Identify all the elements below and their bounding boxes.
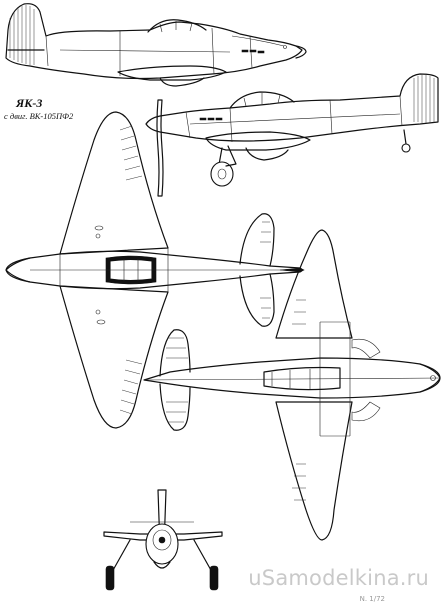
top-view [6, 112, 304, 428]
drawing-title: ЯК-3 [16, 96, 43, 110]
drawing-subtitle: с двиг. ВК-105ПФ2 [4, 111, 74, 121]
front-view [104, 490, 222, 590]
side-view-right [146, 74, 438, 196]
bottom-view [144, 230, 440, 540]
side-view-left [6, 4, 306, 86]
sheet-number: N. 1/72 [359, 595, 385, 603]
site-watermark: uSamodelkina.ru [248, 566, 429, 590]
